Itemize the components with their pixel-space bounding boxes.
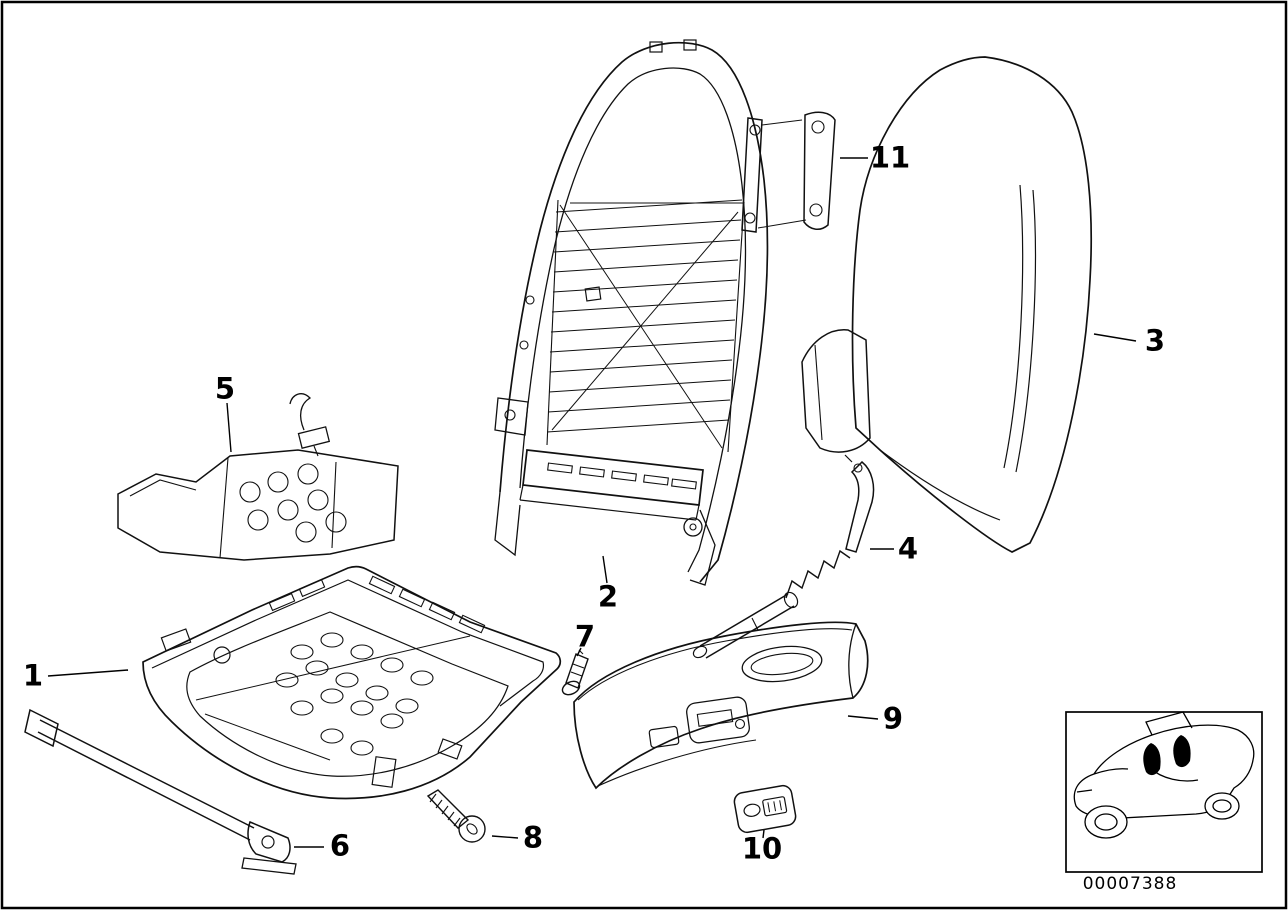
part-callout-3: 3 <box>1144 323 1166 358</box>
part-callout-9: 9 <box>882 701 904 736</box>
car-box <box>1065 711 1263 873</box>
switch-part-10 <box>733 784 797 834</box>
part-callout-4: 4 <box>897 531 919 566</box>
backrest-panel-part-3 <box>801 56 1093 553</box>
part-callout-1: 1 <box>22 658 44 693</box>
backrest-frame-part-2 <box>494 39 769 586</box>
bolt-part-7 <box>561 649 589 696</box>
torsion-rod-part-6 <box>24 708 297 875</box>
heating-pad-part-5 <box>117 393 399 561</box>
screw-part-8 <box>426 789 486 843</box>
part-callout-5: 5 <box>214 371 236 406</box>
front-seat-silhouette <box>1143 743 1161 776</box>
part-callout-8: 8 <box>522 820 544 855</box>
headrest-bracket-part-11 <box>741 111 836 233</box>
recliner-lever-part-4 <box>692 454 875 659</box>
leader-lines <box>47 157 1137 848</box>
part-callout-2: 2 <box>597 579 619 614</box>
diagram-code: 00007388 <box>1082 874 1178 894</box>
seat-pan-part-1 <box>142 565 562 800</box>
part-callout-10: 10 <box>741 831 783 866</box>
side-trim-panel-part-9 <box>573 621 869 790</box>
car-location-thumbnail <box>1065 711 1263 873</box>
part-callout-11: 11 <box>869 140 911 175</box>
part-callout-6: 6 <box>329 828 351 863</box>
front-seat-silhouette <box>1173 735 1191 768</box>
part-callout-7: 7 <box>574 619 596 654</box>
